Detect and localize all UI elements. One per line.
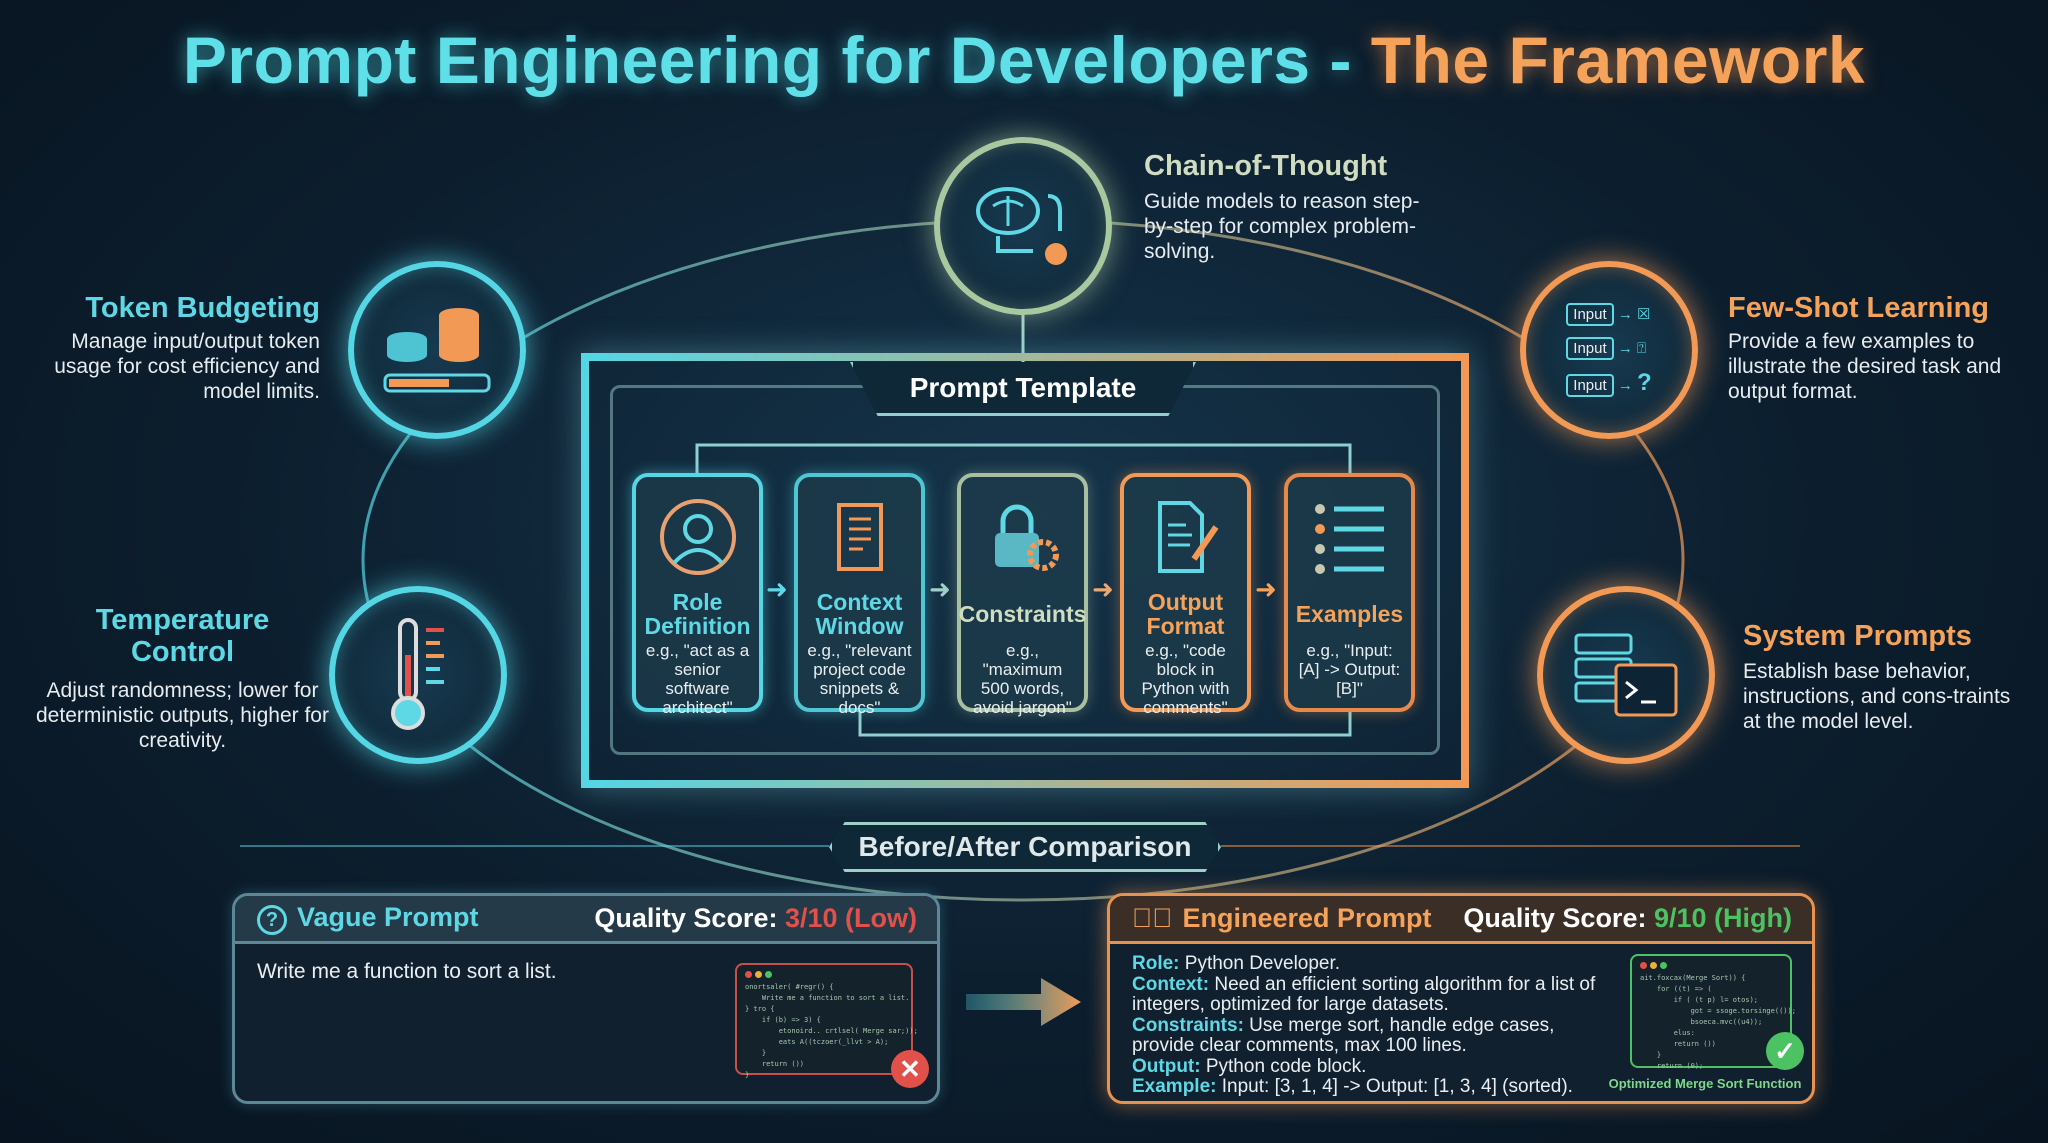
- server-terminal-icon: [1574, 633, 1678, 717]
- arrow-right-icon: ➜: [929, 574, 951, 604]
- arrow-right-icon: ➜: [766, 574, 788, 604]
- card-desc: e.g., "Input: [A] -> Output: [B]": [1298, 641, 1401, 698]
- token-budgeting-desc: Manage input/output token usage for cost…: [54, 330, 320, 403]
- list-icon: [1314, 504, 1384, 574]
- page-title: Prompt Engineering for Developers - The …: [182, 23, 1866, 97]
- engineered-score: 9/10 (High): [1653, 903, 1792, 933]
- arrow-right-icon: ➜: [1092, 574, 1114, 604]
- scroll-icon: [836, 503, 883, 571]
- arrow-right-icon: ➜: [1255, 574, 1277, 604]
- code-caption: Optimized Merge Sort Function: [1608, 1076, 1802, 1091]
- card-title: Constraints: [958, 601, 1087, 627]
- card-examples: Examples e.g., "Input: [A] -> Output: [B…: [1284, 473, 1415, 712]
- prompt-template-title: Prompt Template: [850, 362, 1196, 416]
- card-context-window: Context Window e.g., "relevant project c…: [794, 473, 925, 717]
- card-title: Context Window: [815, 589, 904, 639]
- few-shot-title: Few-Shot Learning: [1728, 292, 1989, 324]
- card-role-definition: Role Definition e.g., "act as a senior s…: [632, 473, 763, 717]
- card-constraints: Constraints e.g., "maximum 500 words, av…: [957, 473, 1088, 717]
- card-desc: e.g., "act as a senior software architec…: [645, 641, 750, 717]
- vague-prompt-panel: ?Vague Prompt Quality Score: 3/10 (Low) …: [232, 893, 940, 1104]
- check-icon: ✓: [1766, 1032, 1804, 1070]
- token-budgeting-title: Token Budgeting: [85, 292, 320, 324]
- chain-of-thought-title: Chain-of-Thought: [1144, 150, 1388, 182]
- comparison-title: Before/After Comparison: [829, 822, 1221, 872]
- brain-gear-icon: [976, 187, 1067, 265]
- temperature-desc: Adjust randomness; lower for determinist…: [36, 679, 329, 752]
- score-label: Quality Score:: [1463, 903, 1647, 933]
- vague-prompt-title: Vague Prompt: [297, 902, 479, 932]
- card-title: Role Definition: [644, 589, 751, 639]
- card-output-format: Output Format e.g., "code block in Pytho…: [1120, 473, 1251, 717]
- coin-stack-icon: [383, 308, 491, 393]
- x-icon: ✕: [891, 1050, 929, 1088]
- arrow-right-icon: [966, 978, 1081, 1026]
- chain-of-thought-desc: Guide models to reason step-by-step for …: [1144, 190, 1420, 263]
- check-circle-icon: ✓⃝: [1132, 903, 1173, 933]
- engineered-prompt-title: Engineered Prompt: [1182, 903, 1432, 933]
- engineered-prompt-panel: ✓⃝ Engineered Prompt Quality Score: 9/10 …: [1107, 893, 1815, 1104]
- system-prompts-node: [1537, 586, 1715, 764]
- document-pencil-icon: [1157, 501, 1218, 573]
- system-prompts-title: System Prompts: [1743, 620, 1972, 652]
- question-icon: ?: [257, 905, 287, 935]
- chain-of-thought-node: [934, 137, 1112, 315]
- vague-score: 3/10 (Low): [784, 903, 917, 933]
- engineered-code-preview: ait.foxcax(Merge Sort)) { for ((t) => ( …: [1630, 954, 1796, 1070]
- card-desc: e.g., "maximum 500 words, avoid jargon": [973, 641, 1072, 717]
- lock-gear-icon: [994, 504, 1059, 571]
- card-title: Output Format: [1146, 589, 1225, 639]
- engineered-prompt-text: Role: Python Developer. Context: Need an…: [1132, 953, 1596, 1097]
- score-label: Quality Score:: [594, 903, 778, 933]
- thermometer-icon: [391, 618, 444, 730]
- card-title: Examples: [1295, 601, 1404, 627]
- card-desc: e.g., "code block in Python with comment…: [1141, 641, 1230, 717]
- few-shot-node: Input → ☒ Input → ⍰ Input → ?: [1520, 261, 1698, 439]
- token-budgeting-node: [348, 261, 526, 439]
- input-examples-icon: Input → ☒ Input → ⍰ Input → ?: [1566, 298, 1652, 403]
- card-desc: e.g., "relevant project code snippets & …: [807, 641, 912, 717]
- few-shot-desc: Provide a few examples to illustrate the…: [1728, 330, 2002, 403]
- person-icon: [659, 499, 736, 575]
- system-prompts-desc: Establish base behavior, instructions, a…: [1743, 660, 2011, 733]
- vague-code-preview: onortsaler( #regr() { Write me a functio…: [735, 963, 918, 1079]
- temperature-title: Temperature Control: [95, 604, 270, 668]
- temperature-node: [329, 586, 507, 764]
- vague-prompt-text: Write me a function to sort a list.: [257, 960, 557, 983]
